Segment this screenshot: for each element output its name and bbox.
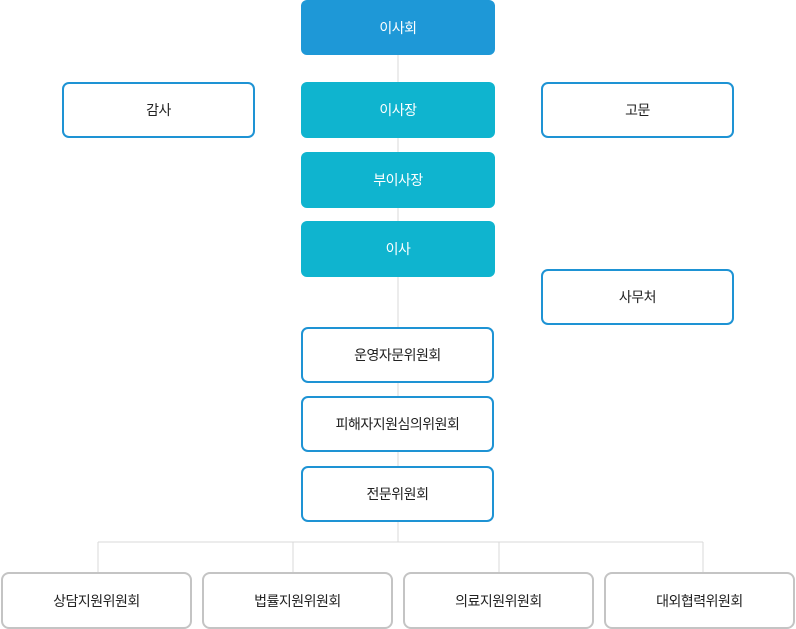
sub-committee-label: 대외협력위원회 xyxy=(656,593,743,610)
chairman-label: 이사장 xyxy=(379,103,417,119)
audit-node: 감사 xyxy=(62,82,255,138)
vice-chairman-node: 부이사장 xyxy=(301,152,495,208)
committee-label: 전문위원회 xyxy=(366,487,429,503)
chairman-node: 이사장 xyxy=(301,82,495,138)
sub-committee-counseling: 상담지원위원회 xyxy=(1,572,192,629)
director-label: 이사 xyxy=(385,242,411,258)
board-label: 이사회 xyxy=(379,20,417,37)
committee-label: 피해자지원심의위원회 xyxy=(335,417,460,433)
sub-committee-legal: 법률지원위원회 xyxy=(202,572,393,629)
committee-node-victim-support: 피해자지원심의위원회 xyxy=(301,396,494,452)
sub-committee-label: 법률지원위원회 xyxy=(254,593,341,610)
committee-node-operation: 운영자문위원회 xyxy=(301,327,494,383)
advisor-label: 고문 xyxy=(625,103,650,119)
sub-committee-external: 대외협력위원회 xyxy=(604,572,795,629)
secretariat-label: 사무처 xyxy=(618,290,657,306)
committee-node-expert: 전문위원회 xyxy=(301,466,494,522)
advisor-node: 고문 xyxy=(541,82,734,138)
secretariat-node: 사무처 xyxy=(541,269,734,325)
board-node: 이사회 xyxy=(301,0,495,55)
director-node: 이사 xyxy=(301,221,495,277)
sub-committee-label: 상담지원위원회 xyxy=(53,593,140,610)
committee-label: 운영자문위원회 xyxy=(354,348,441,364)
audit-label: 감사 xyxy=(146,103,171,119)
vice-chairman-label: 부이사장 xyxy=(373,173,423,189)
sub-committee-medical: 의료지원위원회 xyxy=(403,572,594,629)
sub-committee-label: 의료지원위원회 xyxy=(455,593,542,610)
